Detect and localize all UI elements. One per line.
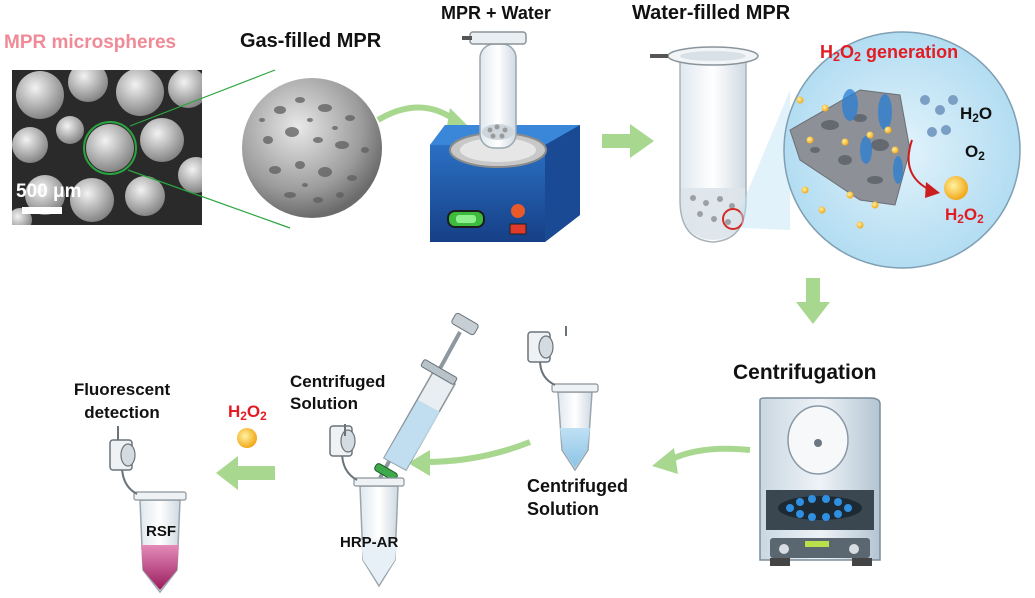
centrifuged-solution-label-lower: Centrifuged Solution (527, 476, 628, 519)
rsf-label: RSF (146, 523, 176, 540)
mpr-water-label: MPR + Water (441, 3, 551, 23)
eppendorf-tube-icon (527, 326, 599, 472)
eppendorf-tube-icon (109, 426, 187, 594)
h2o2-formula-label: H2O2 (945, 205, 984, 226)
h2o2-generation-label: H2O2 generation (820, 42, 959, 65)
beaker-icon (650, 46, 790, 243)
arrow-icon (216, 456, 275, 490)
test-tube-icon (462, 31, 527, 149)
oxygen-formula-label: O2 (965, 142, 985, 163)
arrow-icon (408, 439, 532, 476)
syringe-icon (374, 312, 479, 481)
scale-bar-label: 500 μm (16, 181, 82, 202)
h2o2-reagent-label: H2O2 (228, 402, 267, 423)
centrifuge-icon (759, 397, 881, 566)
hrp-ar-label: HRP-AR (340, 534, 399, 551)
h2o2-molecule-icon (237, 428, 257, 448)
magnified-inset-icon (783, 31, 1021, 269)
water-formula-label: H2O (960, 104, 993, 125)
gas-filled-mpr-label: Gas-filled MPR (240, 30, 382, 52)
sem-image (12, 69, 291, 229)
fluorescent-detection-label: Fluorescent detection (73, 380, 171, 422)
porous-sphere-icon (242, 78, 382, 218)
magnetic-stirrer-icon (430, 125, 580, 242)
arrow-icon (796, 278, 830, 324)
water-filled-mpr-label: Water-filled MPR (632, 2, 791, 24)
arrow-icon (652, 445, 751, 474)
eppendorf-tube-icon (329, 424, 405, 588)
arrow-icon (602, 124, 654, 158)
mpr-microspheres-label: MPR microspheres (4, 32, 177, 53)
centrifugation-label: Centrifugation (733, 361, 877, 384)
centrifuged-solution-label-upper: Centrifuged Solution (290, 372, 386, 413)
